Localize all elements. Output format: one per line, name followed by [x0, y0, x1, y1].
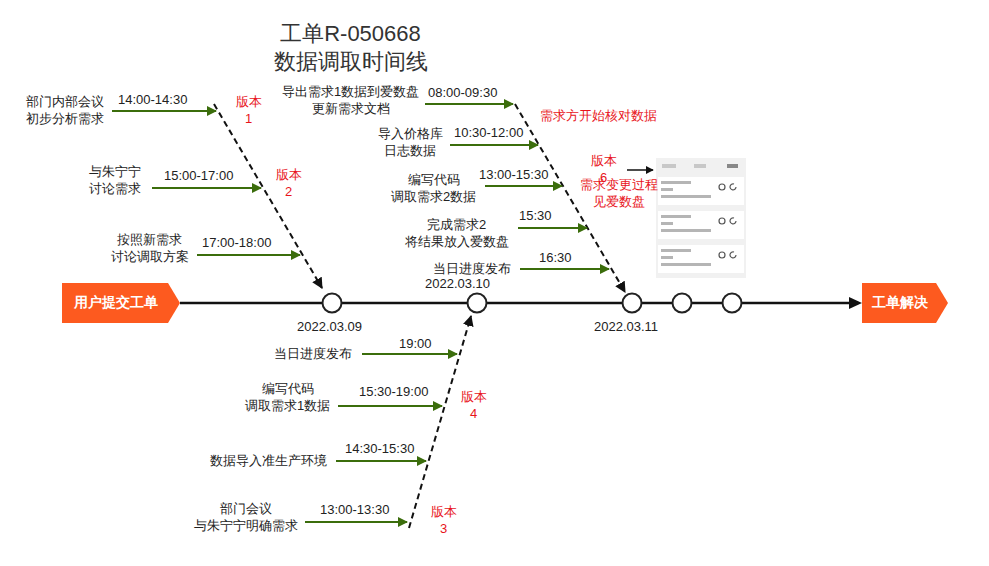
step-label: 部门内部会议 初步分析需求: [24, 94, 105, 128]
step-label: 10:30-12:00: [454, 125, 523, 142]
refresh-icon: [730, 184, 736, 190]
node-text: 用户提交工单: [62, 294, 170, 312]
endpoint-arrow-box: 工单解决: [862, 283, 948, 323]
screenshot-card: [658, 177, 744, 205]
step-arrow: [520, 268, 609, 270]
version-note: 版本 4: [459, 389, 488, 423]
step-label: 13:00-13:30: [320, 502, 389, 519]
screenshot-ground: [656, 158, 746, 278]
screenshot-thumbnail: [656, 158, 746, 278]
screenshot-line: [661, 195, 711, 198]
step-label: 13:00-15:30: [479, 167, 548, 184]
step-label: 14:00-14:30: [118, 92, 187, 109]
step-arrow: [425, 103, 513, 105]
step-arrow: [450, 144, 538, 146]
screenshot-line: [661, 229, 711, 232]
zoom-icon: [719, 252, 725, 258]
zoom-icon: [719, 184, 725, 190]
step-label: 15:00-17:00: [164, 168, 233, 185]
zoom-icon: [719, 218, 725, 224]
screenshot-tab: [662, 164, 676, 168]
screenshot-line: [661, 181, 691, 184]
step-label: 完成需求2 将结果放入爱数盘: [403, 217, 510, 251]
screenshot-line: [661, 263, 711, 266]
endpoint-arrow-box: 用户提交工单: [62, 283, 180, 323]
screenshot-line: [661, 188, 673, 191]
step-label: 2022.03.09: [297, 319, 362, 336]
step-label: 17:00-18:00: [202, 235, 271, 252]
timeline-milestone: [323, 294, 342, 313]
refresh-icon: [730, 218, 736, 224]
timeline-milestone: [723, 294, 742, 313]
version-note: 版本 3: [429, 504, 458, 538]
version-note: 版本 1: [234, 94, 263, 128]
step-arrow: [197, 254, 300, 256]
version-note: 需求变更过程 见爱数盘: [578, 177, 659, 211]
step-arrow: [305, 521, 407, 523]
timeline-milestone: [673, 294, 692, 313]
refresh-icon: [730, 252, 736, 258]
step-label: 19:00: [399, 336, 432, 353]
step-label: 导出需求1数据到爱数盘 更新需求文档: [280, 84, 421, 118]
step-label: 编写代码 调取需求2数据: [389, 172, 478, 206]
diagram-title: 工单R-050668 数据调取时间线: [272, 20, 429, 75]
arrow-fill: [62, 283, 180, 323]
screenshot-tab: [694, 164, 706, 168]
version-note: 版本 2: [274, 167, 303, 201]
step-label: 当日进度发布: [274, 346, 352, 363]
timeline-milestone: [623, 294, 642, 313]
arrow-fill: [862, 283, 948, 323]
dashed-branch: [214, 104, 322, 288]
step-arrow: [338, 405, 442, 407]
timeline-milestone: [468, 294, 487, 313]
step-label: 14:30-15:30: [345, 441, 414, 458]
step-label: 部门会议 与朱宁宁明确需求: [192, 501, 299, 535]
step-label: 当日进度发布: [433, 261, 511, 278]
version-note: 需求方开始核对数据: [540, 108, 657, 125]
step-arrow: [518, 227, 587, 229]
screenshot-line: [661, 215, 691, 218]
step-arrow: [112, 110, 216, 112]
screenshot-card: [658, 245, 744, 273]
step-label: 按照新需求 讨论调取方案: [109, 232, 190, 266]
step-label: 导入价格库 日志数据: [376, 126, 444, 160]
step-arrow: [152, 187, 261, 189]
step-label: 2022.03.10: [425, 276, 490, 293]
step-label: 08:00-09:30: [428, 85, 497, 102]
step-label: 2022.03.11: [594, 319, 658, 336]
arrowhead: [849, 297, 862, 309]
node-text: 工单解决: [862, 294, 938, 312]
step-arrow: [336, 460, 426, 462]
step-arrow: [362, 353, 457, 355]
screenshot-line: [661, 222, 673, 225]
timeline-line: [180, 302, 852, 305]
step-label: 15:30: [519, 208, 552, 225]
screenshot-card: [658, 211, 744, 239]
screenshot-tab: [727, 164, 738, 168]
step-arrow: [485, 185, 562, 187]
step-label: 数据导入准生产环境: [210, 453, 327, 470]
screenshot-line: [661, 249, 691, 252]
step-label: 15:30-19:00: [359, 384, 428, 401]
step-label: 编写代码 调取需求1数据: [243, 381, 332, 415]
pointer-arrow: [627, 169, 653, 171]
step-label: 与朱宁宁 讨论需求: [87, 164, 142, 198]
step-label: 16:30: [539, 250, 572, 267]
screenshot-line: [661, 256, 673, 259]
timeline-arrow: [180, 297, 862, 309]
